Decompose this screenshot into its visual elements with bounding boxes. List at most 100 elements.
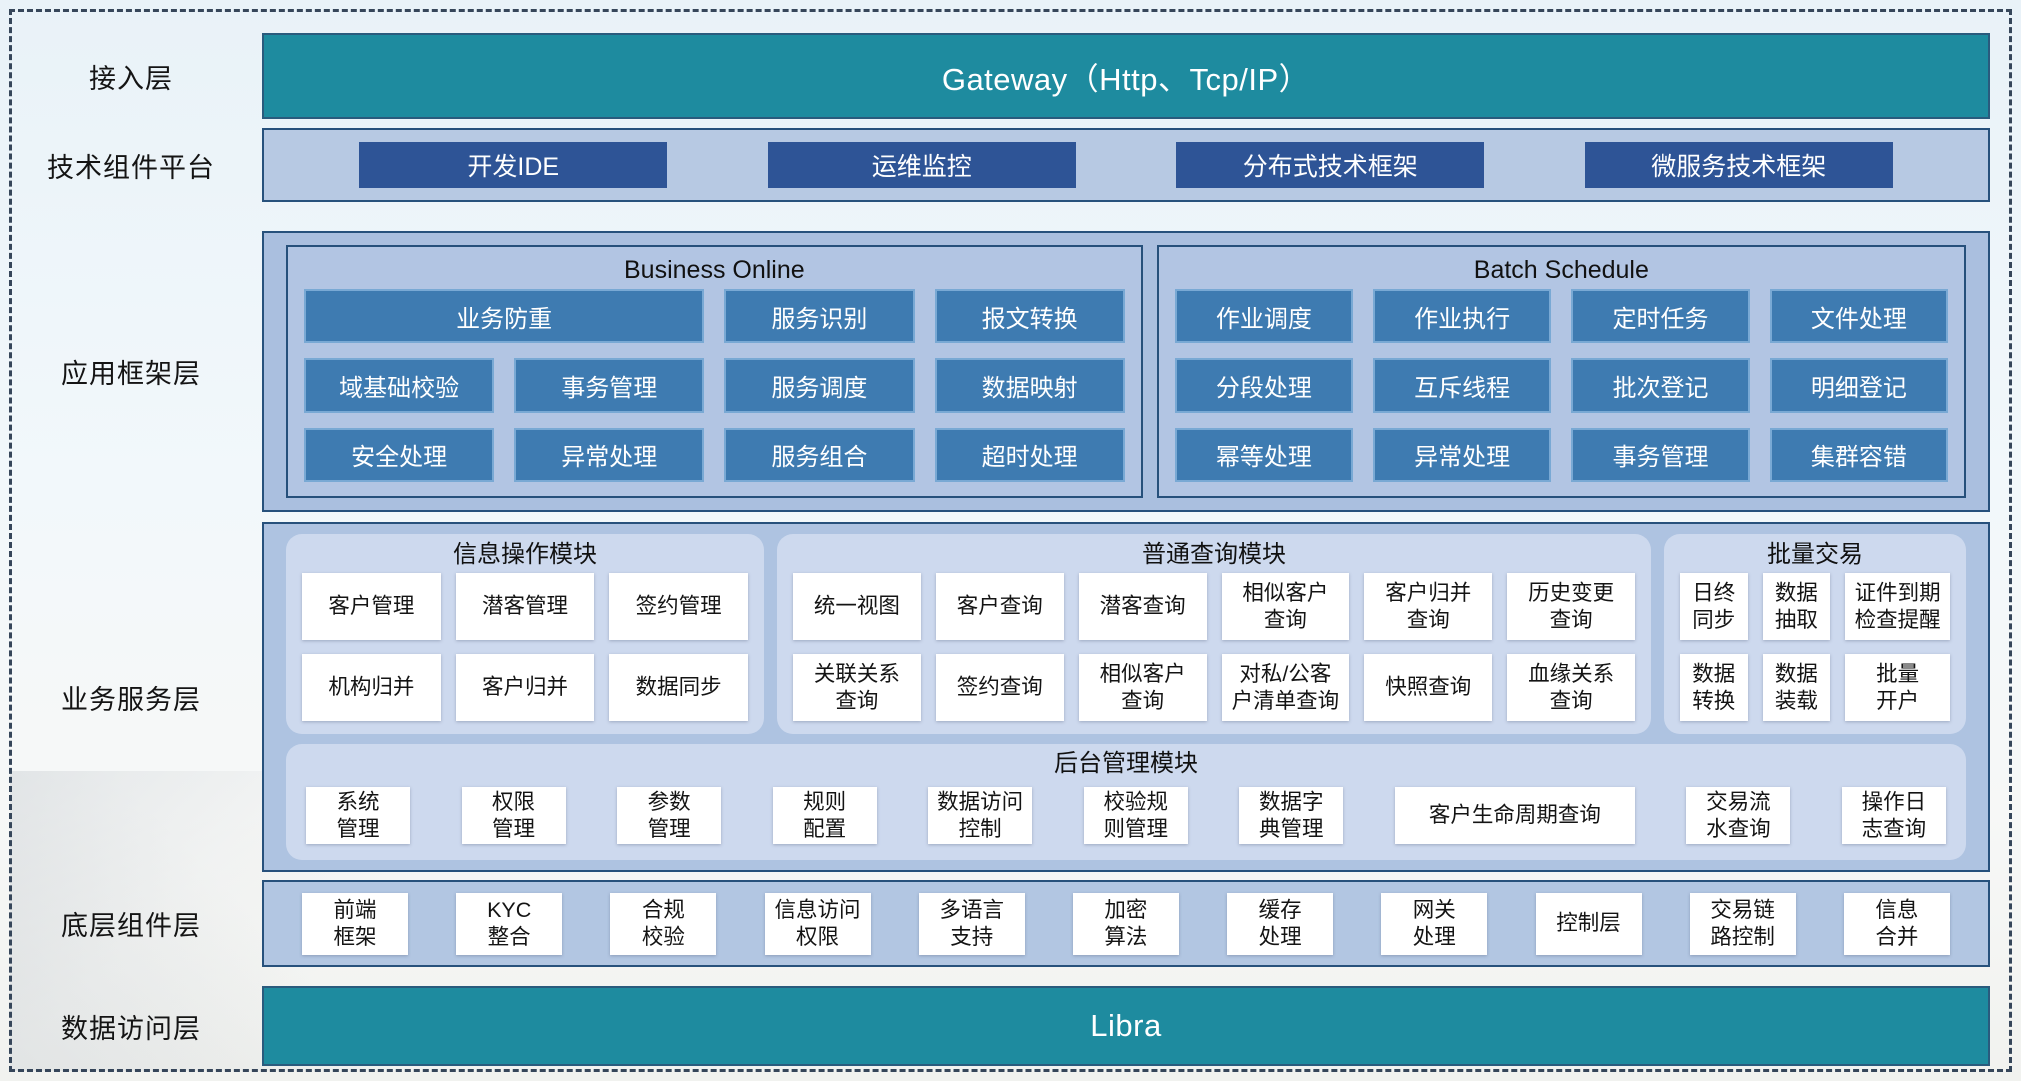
service-item: 日终 同步 <box>1680 573 1748 640</box>
base-components-band: 底层组件层 前端 框架 KYC 整合 合规 校验 信息访问 权限 多语言 支持 … <box>0 880 2021 967</box>
service-item: 机构归并 <box>302 654 441 721</box>
service-item: 潜客管理 <box>455 573 595 640</box>
base-component-item: 信息 合并 <box>1843 892 1950 955</box>
admin-item: 校验规 则管理 <box>1083 787 1188 844</box>
tech-item: 开发IDE <box>359 142 668 188</box>
layer-label-data-access: 数据访问层 <box>61 1013 201 1044</box>
base-component-item: 网关 处理 <box>1381 892 1488 955</box>
business-online-item: 数据映射 <box>934 358 1125 413</box>
app-framework-band: 应用框架层 Business Online 业务防重 服务识别 报文转换 域基础… <box>0 231 2021 512</box>
service-item: 签约管理 <box>609 573 748 640</box>
service-item: 相似客户 查询 <box>1221 573 1350 640</box>
batch-schedule-item: 文件处理 <box>1769 289 1948 344</box>
business-online-item: 服务识别 <box>724 289 915 344</box>
base-component-item: KYC 整合 <box>456 892 563 955</box>
business-online-item: 超时处理 <box>934 427 1125 482</box>
service-item: 客户查询 <box>935 573 1064 640</box>
service-item: 客户归并 <box>455 654 595 721</box>
service-item: 数据 转换 <box>1680 654 1748 721</box>
service-item: 客户归并 查询 <box>1364 573 1493 640</box>
service-item: 对私/公客 户清单查询 <box>1221 654 1350 721</box>
admin-item: 数据访问 控制 <box>928 787 1033 844</box>
batch-schedule-item: 作业调度 <box>1174 289 1353 344</box>
tech-platform-band: 技术组件平台 开发IDE 运维监控 分布式技术框架 微服务技术框架 <box>0 128 2021 202</box>
base-component-item: 缓存 处理 <box>1227 892 1334 955</box>
batch-schedule-title: Batch Schedule <box>1473 256 1649 284</box>
service-item: 证件到期 检查提醒 <box>1845 573 1950 640</box>
batch-schedule-item: 互斥线程 <box>1373 358 1552 413</box>
base-components-container: 前端 框架 KYC 整合 合规 校验 信息访问 权限 多语言 支持 加密 算法 … <box>262 880 1990 967</box>
service-item: 数据 抽取 <box>1762 573 1831 640</box>
service-item: 数据 装载 <box>1762 654 1831 721</box>
batch-transaction-title: 批量交易 <box>1767 541 1863 568</box>
batch-schedule-grid: 作业调度 作业执行 定时任务 文件处理 分段处理 互斥线程 批次登记 明细登记 … <box>1174 289 1948 482</box>
business-online-panel: Business Online 业务防重 服务识别 报文转换 域基础校验 事务管… <box>286 245 1143 498</box>
info-operation-module: 信息操作模块 客户管理 潜客管理 签约管理 机构归并 客户归并 数据同步 <box>286 534 764 734</box>
batch-transaction-grid: 日终 同步 数据 抽取 证件到期 检查提醒 数据 转换 数据 装载 批量 开户 <box>1680 573 1950 721</box>
batch-schedule-panel: Batch Schedule 作业调度 作业执行 定时任务 文件处理 分段处理 … <box>1156 245 1966 498</box>
general-query-module: 普通查询模块 统一视图 客户查询 潜客查询 相似客户 查询 客户归并 查询 历史… <box>777 534 1651 734</box>
service-item: 快照查询 <box>1364 654 1493 721</box>
gateway-bar: Gateway（Http、Tcp/IP） <box>262 33 1990 119</box>
admin-item: 系统 管理 <box>306 787 410 844</box>
service-item: 数据同步 <box>609 654 748 721</box>
base-component-item: 控制层 <box>1535 892 1642 955</box>
business-online-item: 事务管理 <box>514 358 705 413</box>
service-item: 批量 开户 <box>1845 654 1950 721</box>
admin-module-row: 系统 管理 权限 管理 参数 管理 规则 配置 数据访问 控制 校验规 则管理 … <box>306 782 1946 849</box>
business-online-item: 域基础校验 <box>304 358 495 413</box>
admin-item: 操作日 志查询 <box>1841 787 1946 844</box>
business-online-item: 异常处理 <box>514 427 705 482</box>
admin-item: 参数 管理 <box>617 787 722 844</box>
info-operation-title: 信息操作模块 <box>453 541 597 568</box>
access-layer-band: 接入层 Gateway（Http、Tcp/IP） <box>0 33 2021 119</box>
service-item: 潜客查询 <box>1078 573 1207 640</box>
admin-item: 客户生命周期查询 <box>1394 787 1635 844</box>
admin-module: 后台管理模块 系统 管理 权限 管理 参数 管理 规则 配置 数据访问 控制 校… <box>286 744 1966 860</box>
batch-schedule-item: 集群容错 <box>1769 427 1948 482</box>
service-item: 历史变更 查询 <box>1507 573 1635 640</box>
info-operation-grid: 客户管理 潜客管理 签约管理 机构归并 客户归并 数据同步 <box>302 573 748 721</box>
business-service-container: 信息操作模块 客户管理 潜客管理 签约管理 机构归并 客户归并 数据同步 普通查… <box>262 522 1990 872</box>
base-component-item: 交易链 路控制 <box>1689 892 1796 955</box>
service-item: 相似客户 查询 <box>1078 654 1207 721</box>
app-framework-container: Business Online 业务防重 服务识别 报文转换 域基础校验 事务管… <box>262 231 1990 512</box>
tech-item: 分布式技术框架 <box>1176 142 1485 188</box>
business-online-item: 报文转换 <box>934 289 1125 344</box>
business-online-title: Business Online <box>624 256 805 284</box>
business-service-top-row: 信息操作模块 客户管理 潜客管理 签约管理 机构归并 客户归并 数据同步 普通查… <box>286 534 1966 734</box>
general-query-title: 普通查询模块 <box>1142 541 1286 568</box>
batch-schedule-item: 作业执行 <box>1373 289 1552 344</box>
base-component-item: 多语言 支持 <box>918 892 1025 955</box>
batch-schedule-item: 批次登记 <box>1571 358 1750 413</box>
service-item: 客户管理 <box>302 573 441 640</box>
service-item: 统一视图 <box>793 573 921 640</box>
admin-item: 交易流 水查询 <box>1686 787 1791 844</box>
layer-label-app-framework: 应用框架层 <box>61 359 201 389</box>
batch-transaction-module: 批量交易 日终 同步 数据 抽取 证件到期 检查提醒 数据 转换 数据 装载 批… <box>1664 534 1966 734</box>
batch-schedule-item: 幂等处理 <box>1174 427 1353 482</box>
layer-label-business-service: 业务服务层 <box>61 684 201 715</box>
business-online-grid: 业务防重 服务识别 报文转换 域基础校验 事务管理 服务调度 数据映射 安全处理… <box>304 289 1125 482</box>
general-query-grid: 统一视图 客户查询 潜客查询 相似客户 查询 客户归并 查询 历史变更 查询 关… <box>793 573 1635 721</box>
business-online-item: 服务组合 <box>724 427 915 482</box>
service-item: 签约查询 <box>935 654 1064 721</box>
tech-item: 微服务技术框架 <box>1584 142 1893 188</box>
tech-item: 运维监控 <box>767 142 1076 188</box>
business-online-item: 服务调度 <box>724 358 915 413</box>
batch-schedule-item: 分段处理 <box>1174 358 1353 413</box>
layer-label-access: 接入层 <box>89 63 173 94</box>
base-component-item: 前端 框架 <box>302 892 408 955</box>
business-service-band: 业务服务层 信息操作模块 客户管理 潜客管理 签约管理 机构归并 客户归并 数据… <box>0 522 2021 872</box>
libra-bar: Libra <box>262 986 1990 1066</box>
batch-schedule-item: 明细登记 <box>1769 358 1948 413</box>
data-access-band: 数据访问层 Libra <box>0 986 2021 1066</box>
business-online-item: 业务防重 <box>304 289 705 344</box>
base-component-item: 信息访问 权限 <box>764 892 871 955</box>
layer-label-tech-platform: 技术组件平台 <box>47 152 215 183</box>
admin-item: 权限 管理 <box>461 787 566 844</box>
batch-schedule-item: 定时任务 <box>1571 289 1750 344</box>
base-component-item: 合规 校验 <box>610 892 717 955</box>
admin-item: 规则 配置 <box>772 787 877 844</box>
business-online-item: 安全处理 <box>304 427 495 482</box>
